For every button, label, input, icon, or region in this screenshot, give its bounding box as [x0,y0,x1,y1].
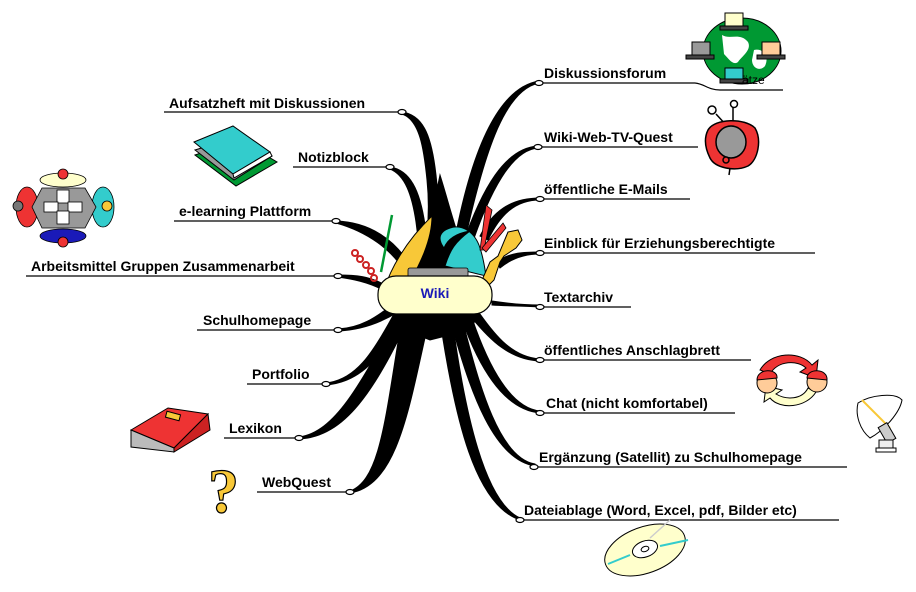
branch-textarchiv [491,300,541,308]
label-underlines [26,79,847,524]
cd-icon [604,519,689,577]
node-notizblock[interactable]: Notizblock [298,149,369,165]
network-globe-icon [685,12,786,85]
node-portfolio[interactable]: Portfolio [252,366,310,382]
file-tool-icon [481,229,523,287]
red-book-icon [129,407,211,453]
node-schulhomepage[interactable]: Schulhomepage [203,312,312,328]
scissors-icon [479,204,507,253]
corkscrew-icon [351,249,378,282]
node-einblick[interactable]: Einblick für Erziehungsberechtigte [544,235,776,251]
node-ergaenzung[interactable]: Ergänzung (Satellit) zu Schulhomepage [539,449,802,465]
node-webquest[interactable]: WebQuest [262,474,331,490]
group-work-table-icon [12,168,115,248]
center-tools [351,204,523,291]
node-arbeitsmittel[interactable]: Arbeitsmittel Gruppen Zusammenarbeit [31,258,295,274]
node-diskussionsforum[interactable]: Diskussionsforum [544,65,667,81]
question-mark-icon: ? [207,457,239,526]
node-chat[interactable]: Chat (nicht komfortabel) [546,395,708,411]
node-elearning[interactable]: e-learning Plattform [179,203,312,219]
node-emails[interactable]: öffentliche E-Mails [544,181,668,197]
books-icon [193,125,278,187]
node-lexikon[interactable]: Lexikon [229,420,282,436]
people-exchange-icon [756,354,828,407]
center-node[interactable] [377,275,493,315]
node-diskussionsforum-sublabel: ätze [742,73,765,87]
branch-anschlagbrett [471,313,541,362]
node-wikiwebtv[interactable]: Wiki-Web-TV-Quest [544,129,673,145]
node-dateiablage[interactable]: Dateiablage (Word, Excel, pdf, Bilder et… [524,502,797,518]
tv-icon [704,99,760,176]
node-anschlagbrett[interactable]: öffentliches Anschlagbrett [544,342,721,358]
node-aufsatzheft[interactable]: Aufsatzheft mit Diskussionen [169,95,366,111]
node-textarchiv[interactable]: Textarchiv [544,289,613,305]
satellite-dish-icon [856,394,903,453]
can-opener-icon [439,226,487,277]
center-node-label[interactable]: Wiki [420,285,450,301]
svg-text:?: ? [208,458,239,526]
